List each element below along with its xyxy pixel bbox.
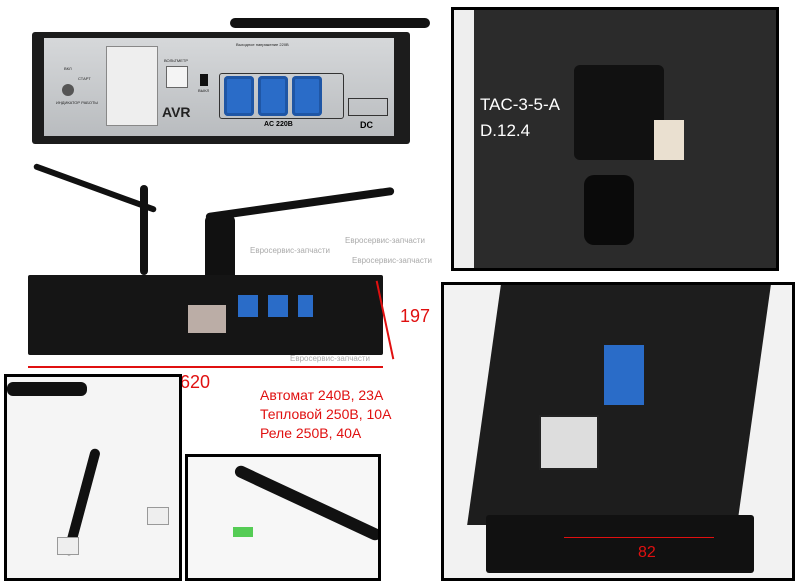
- cable: [140, 185, 148, 275]
- watermark: Евросервис-запчасти: [352, 256, 432, 265]
- watermark: Евросервис-запчасти: [345, 236, 425, 245]
- inset-top-right: TAC-3-5-AD.12.4: [451, 7, 779, 271]
- dc-label: DC: [360, 120, 373, 130]
- socket-icon: [224, 76, 254, 116]
- bracket-width-value: 82: [638, 544, 656, 561]
- height-value: 197: [400, 306, 431, 326]
- ac-socket-group: [219, 73, 344, 119]
- socket-icon: [258, 76, 288, 116]
- terminal-icon: [233, 527, 253, 537]
- cable: [205, 215, 235, 285]
- indicator-label: ИНДИКАТОР РАБОТЫ: [56, 100, 98, 105]
- socket-back: [604, 345, 644, 405]
- dimension-line: [564, 537, 714, 538]
- watermark: Евросервис-запчасти: [290, 354, 370, 363]
- specs-list: Автомат 240В, 23А Тепловой 250В, 10А Рел…: [260, 386, 391, 443]
- inset-bottom-left: [4, 374, 182, 581]
- board-photo: [28, 275, 383, 355]
- inset-bottom-middle: [185, 454, 381, 581]
- control-panel-face: ВКЛ СТАРТ ИНДИКАТОР РАБОТЫ ВОЛЬТМЕТР AVR…: [44, 38, 394, 136]
- instruction-sticker: [106, 46, 158, 126]
- off-label: ВЫКЛ: [198, 88, 210, 93]
- spec-thermal: Тепловой 250В, 10А: [260, 406, 392, 422]
- breaker-block: [574, 65, 664, 160]
- dimension-line: [28, 366, 383, 368]
- brand-label: AVR: [162, 104, 191, 120]
- cable: [32, 162, 158, 214]
- connector-icon: [57, 537, 79, 555]
- spec-breaker: Автомат 240В, 23А: [260, 387, 384, 403]
- inset-right: 82: [441, 282, 795, 581]
- relay-icon: [188, 305, 226, 333]
- key-switch-icon: [62, 84, 74, 96]
- length-value: 620: [180, 372, 211, 392]
- spec-relay: Реле 250В, 40А: [260, 425, 362, 441]
- socket-back: [298, 295, 313, 317]
- cable: [7, 382, 87, 396]
- cable: [232, 463, 378, 543]
- socket-icon: [292, 76, 322, 116]
- dc-group: [348, 98, 388, 116]
- connector-icon: [654, 120, 684, 160]
- toggle-switch: [200, 74, 208, 86]
- cable: [205, 186, 395, 222]
- socket-back: [268, 295, 288, 317]
- fuse-holder: [584, 175, 634, 245]
- bracket: 82: [486, 515, 754, 573]
- board-tray: [467, 285, 771, 525]
- watermark: Евросервис-запчасти: [250, 246, 330, 255]
- voltmeter-label: ВОЛЬТМЕТР: [164, 58, 189, 63]
- voltmeter-icon: [166, 66, 188, 88]
- ac-label: AC 220B: [264, 121, 293, 128]
- background-edge: [454, 10, 474, 268]
- start-label: СТАРТ: [78, 76, 91, 81]
- socket-back: [238, 295, 258, 317]
- thermal-breaker: [539, 415, 599, 470]
- length-label: 620: [180, 372, 210, 393]
- on-label: ВКЛ: [64, 66, 72, 71]
- part-label: TAC-3-5-AD.12.4: [480, 95, 560, 140]
- cable: [230, 18, 430, 28]
- output-label: Выходное напряжение 220В: [236, 42, 289, 47]
- connector-icon: [147, 507, 169, 525]
